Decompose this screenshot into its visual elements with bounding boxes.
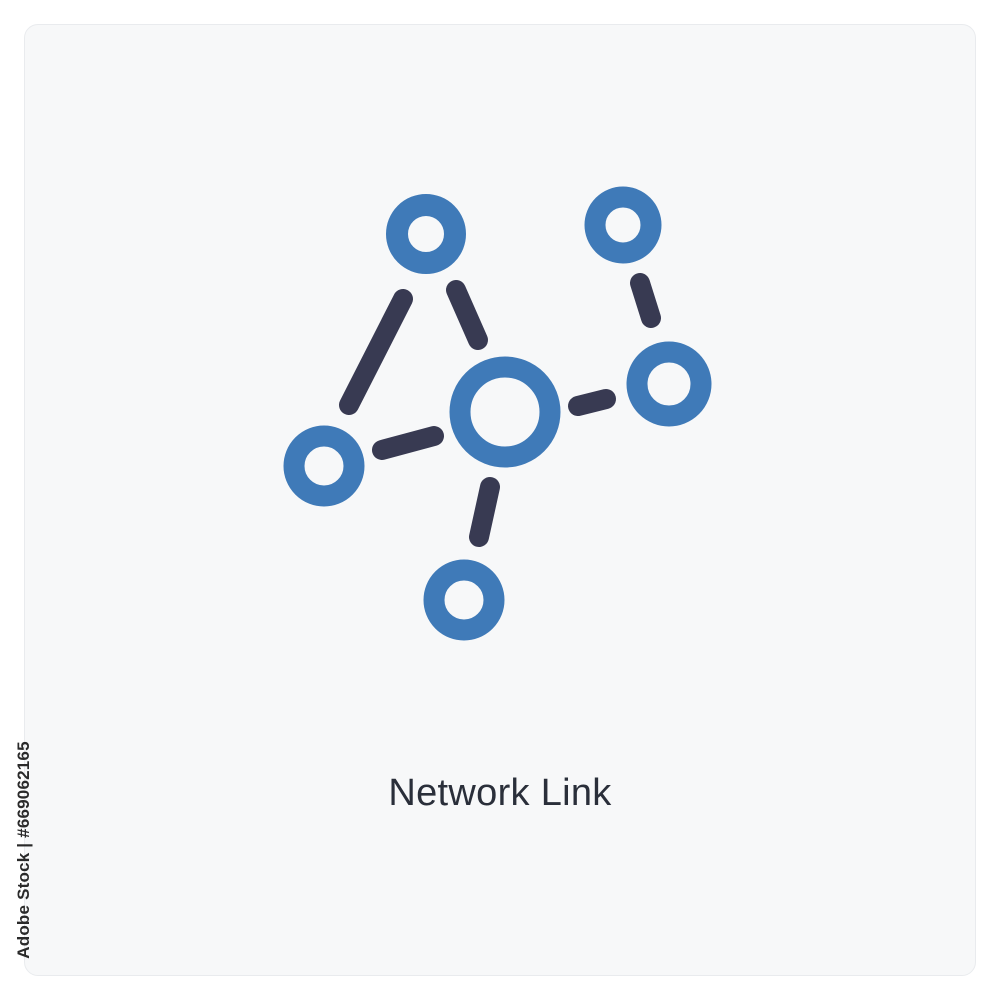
node-left	[283, 425, 365, 507]
stock-id-text: Adobe Stock | #669062165	[14, 741, 33, 959]
link-top-right-to-right	[630, 273, 661, 328]
links	[339, 273, 661, 547]
link-left-to-center	[372, 426, 444, 460]
node-right	[626, 341, 712, 427]
node-center	[449, 356, 561, 468]
link-top-left-to-center	[446, 280, 488, 350]
node-top-right	[584, 186, 662, 264]
stock-id-label: Adobe Stock | #669062165	[6, 741, 42, 958]
nodes	[283, 186, 712, 641]
icon-card	[24, 24, 976, 976]
link-center-to-right	[568, 389, 616, 416]
link-center-to-bottom	[469, 477, 500, 547]
node-top-left	[386, 194, 466, 274]
link-top-left-to-left	[339, 289, 413, 415]
node-bottom	[423, 559, 505, 641]
icon-title: Network Link	[388, 772, 612, 814]
